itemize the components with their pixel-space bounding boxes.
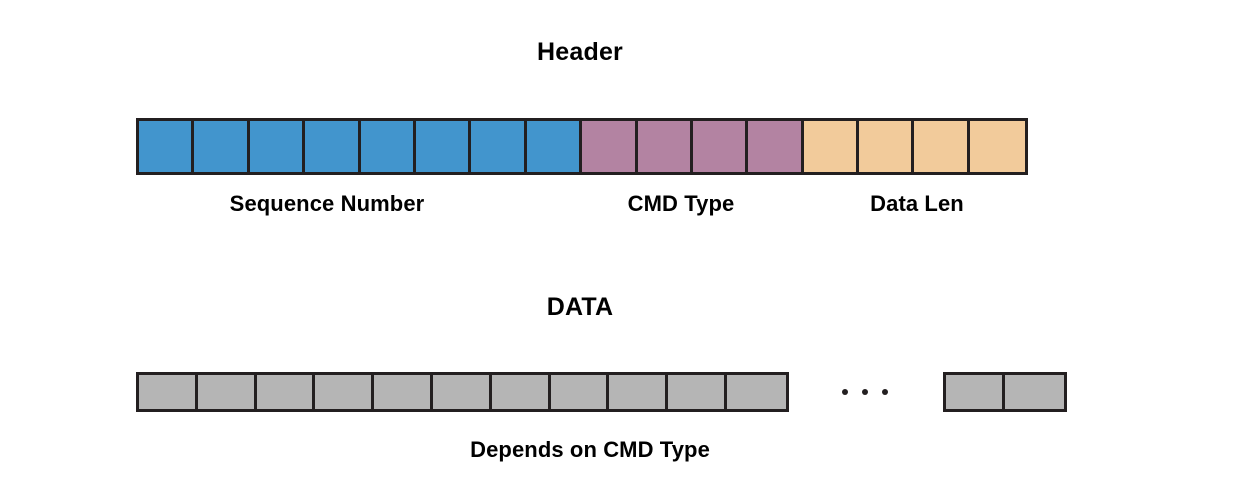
- ellipsis-dot: [842, 389, 848, 395]
- ellipsis-separator-icon: [842, 382, 888, 402]
- header-byte-cell: [194, 121, 250, 172]
- header-byte-cell: [914, 121, 970, 172]
- data-byte-cell: [491, 375, 551, 409]
- field-label-data-len: Data Len: [870, 191, 964, 216]
- data-byte-cell: [374, 375, 433, 409]
- data-byte-cell: [550, 375, 610, 409]
- header-byte-cell: [526, 121, 583, 172]
- data-byte-cell: [946, 375, 1005, 409]
- header-byte-cell: [637, 121, 693, 172]
- header-byte-cell: [249, 121, 306, 172]
- header-byte-cell: [748, 121, 804, 172]
- data-byte-cell: [726, 375, 786, 409]
- ellipsis-dot: [882, 389, 888, 395]
- header-byte-cell: [139, 121, 195, 172]
- header-byte-cell: [305, 121, 361, 172]
- header-byte-cell: [859, 121, 915, 172]
- header-byte-cell: [582, 121, 638, 172]
- data-byte-cell: [256, 375, 316, 409]
- field-label-cmd-type: CMD Type: [627, 191, 735, 216]
- data-byte-cell: [668, 375, 727, 409]
- data-byte-cell: [432, 375, 492, 409]
- header-byte-row: [136, 118, 1029, 175]
- header-byte-cell: [969, 121, 1026, 172]
- data-byte-row-right: [943, 372, 1067, 412]
- data-byte-cell: [315, 375, 375, 409]
- header-byte-cell: [360, 121, 416, 172]
- data-byte-cell: [197, 375, 257, 409]
- header-byte-cell: [692, 121, 749, 172]
- ellipsis-dot: [862, 389, 868, 395]
- data-byte-cell: [1004, 375, 1064, 409]
- header-byte-cell: [471, 121, 527, 172]
- data-byte-row-left: [136, 372, 789, 412]
- data-byte-cell: [139, 375, 198, 409]
- data-section-title: DATA: [546, 293, 614, 321]
- header-byte-cell: [803, 121, 860, 172]
- header-section-title: Header: [537, 38, 623, 66]
- data-byte-cell: [609, 375, 669, 409]
- header-byte-cell: [415, 121, 472, 172]
- data-section-caption: Depends on CMD Type: [470, 437, 710, 462]
- field-label-sequence-number: Sequence Number: [229, 191, 425, 216]
